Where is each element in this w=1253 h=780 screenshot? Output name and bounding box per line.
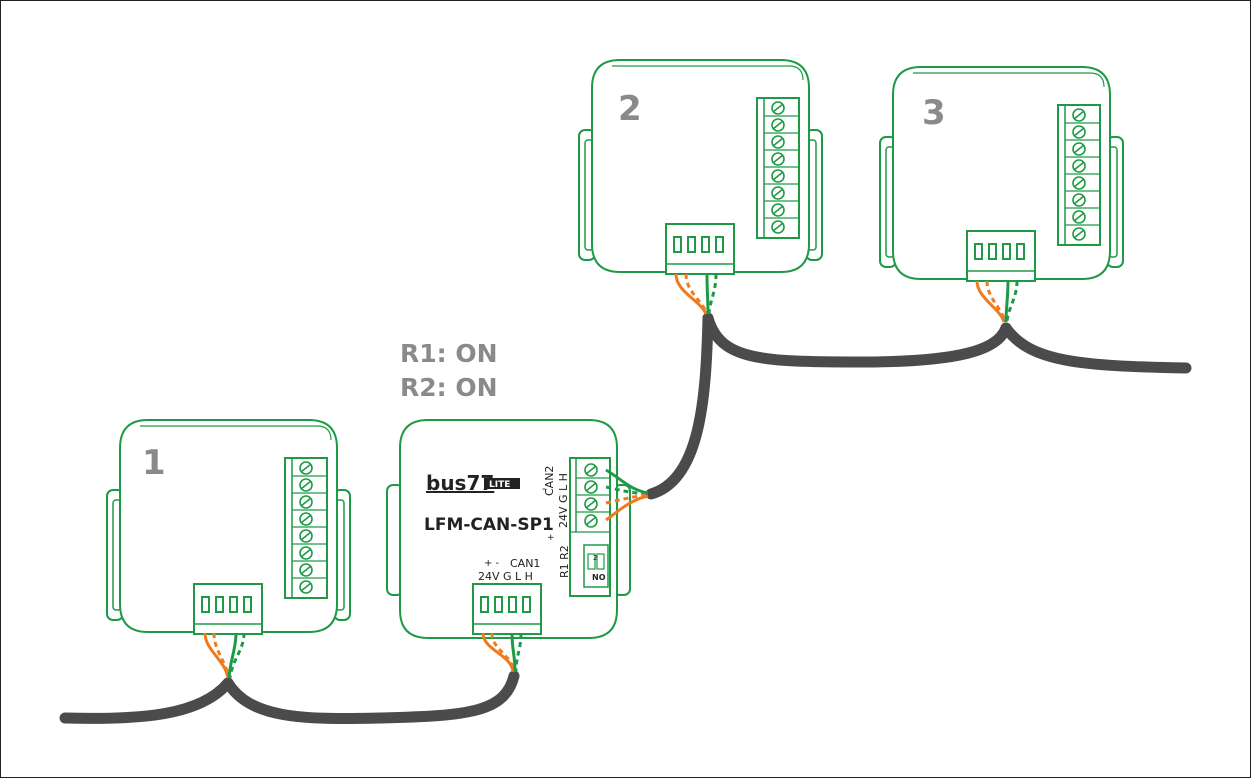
can1-label: CAN1 — [510, 557, 540, 570]
bus-cable — [59, 312, 1192, 725]
device-2 — [578, 59, 823, 275]
wires-device-2 — [674, 273, 718, 315]
can2-pin-labels: 24V G L H — [557, 473, 570, 528]
switch-top-label: 2 — [593, 554, 597, 562]
wires-device-1 — [203, 632, 246, 679]
brand-badge-bg — [484, 478, 520, 489]
brand-badge: LITE — [489, 480, 510, 490]
can2-sign-minus: - — [542, 482, 546, 495]
splitter-module — [386, 419, 631, 639]
can2-sign-plus: + — [547, 533, 555, 543]
switch-bottom-label: NO — [592, 573, 606, 582]
can1-pin-labels: 24V G L H — [478, 570, 533, 583]
device-2-label: 2 — [618, 89, 642, 129]
device-3-label: 3 — [922, 93, 946, 133]
r1-status: R1: ON — [400, 339, 498, 368]
device-3 — [879, 66, 1124, 282]
wires-splitter-can2 — [605, 468, 649, 522]
device-1-label: 1 — [142, 443, 166, 483]
can1-signs: + - — [484, 558, 500, 569]
wires-splitter-can1 — [481, 632, 523, 673]
can2-label: CAN2 — [543, 466, 556, 496]
resistor-labels: R1 R2 — [558, 545, 571, 578]
brand-logo: bus77 — [426, 471, 494, 495]
r2-status: R2: ON — [400, 373, 498, 402]
model-name: LFM-CAN-SP1 — [424, 515, 554, 535]
wires-device-3 — [975, 280, 1019, 323]
